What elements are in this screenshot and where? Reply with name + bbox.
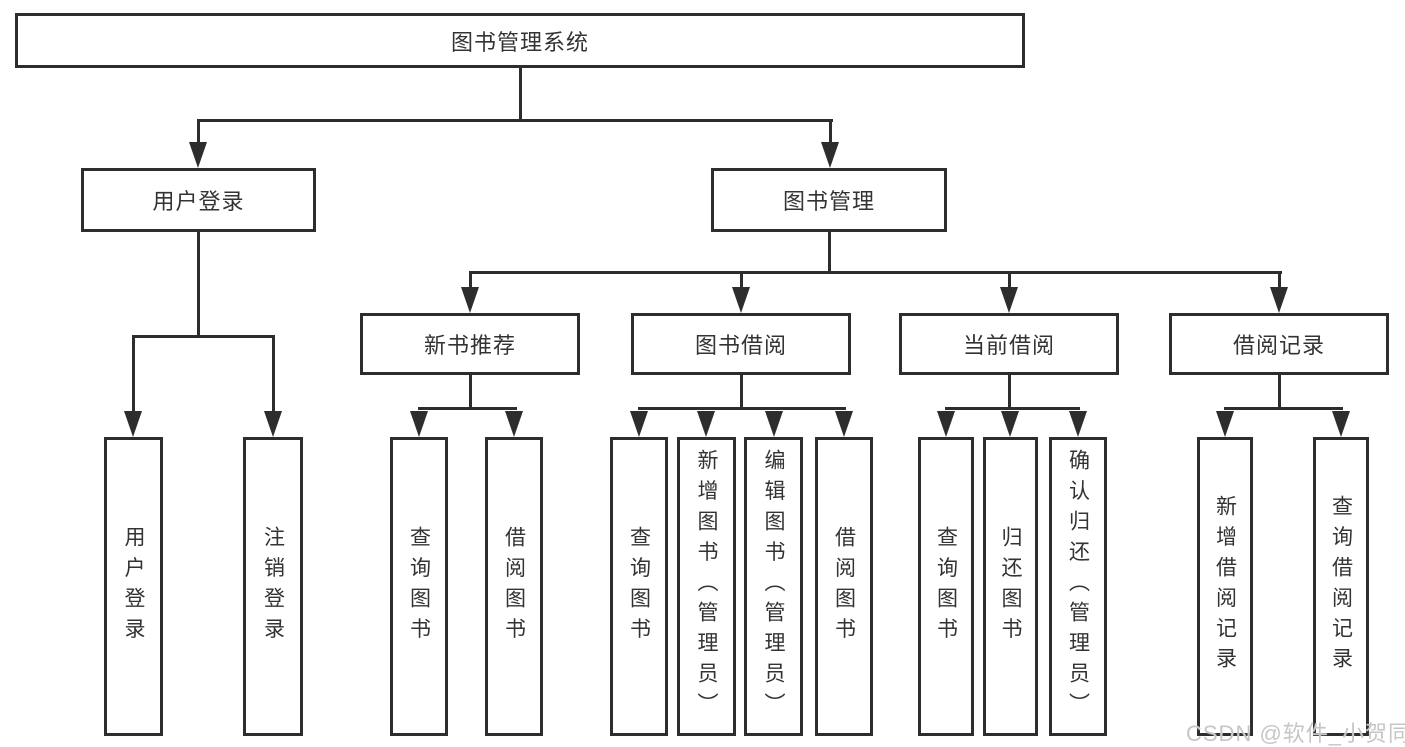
leaf-bb-add: 新增图书（管理员） xyxy=(677,437,736,736)
node-book-borrow: 图书借阅 xyxy=(631,313,851,375)
connector-book-mgmt-stem xyxy=(828,232,831,274)
connector-root-stem xyxy=(519,68,522,121)
leaf-br-query: 查询借阅记录 xyxy=(1313,437,1369,736)
leaf-logout: 注销登录 xyxy=(243,437,303,736)
arrowhead-leaf-br-add xyxy=(1216,411,1234,437)
leaf-cb-query: 查询图书 xyxy=(918,437,974,736)
connector-user-login-stem xyxy=(197,232,200,338)
connector-borrow-records-stem xyxy=(1278,375,1281,410)
leaf-bb-add-label: 新增图书（管理员） xyxy=(695,449,718,724)
connector-to-new-book-rec xyxy=(469,271,472,293)
leaf-bb-edit-label: 编辑图书（管理员） xyxy=(762,449,785,724)
leaf-br-add-label: 新增借阅记录 xyxy=(1213,495,1237,678)
node-root: 图书管理系统 xyxy=(15,13,1025,68)
connector-to-book-borrow xyxy=(740,271,743,293)
node-book-mgmt: 图书管理 xyxy=(711,168,947,232)
connector-to-current-borrow xyxy=(1008,271,1011,293)
leaf-logout-label: 注销登录 xyxy=(261,525,285,648)
node-current-borrow-label: 当前借阅 xyxy=(962,333,1055,358)
connector-new-book-rec-horizontal xyxy=(418,407,517,410)
leaf-nb-borrow: 借阅图书 xyxy=(485,437,543,736)
connector-root-to-user-login xyxy=(197,119,200,147)
arrowhead-new-book-rec xyxy=(461,287,479,313)
arrowhead-book-mgmt xyxy=(821,142,839,168)
arrowhead-current-borrow xyxy=(1000,287,1018,313)
connector-user-login-horizontal xyxy=(132,335,275,338)
arrowhead-user-login xyxy=(189,142,207,168)
node-root-label: 图书管理系统 xyxy=(450,29,589,55)
leaf-bb-edit: 编辑图书（管理员） xyxy=(744,437,803,736)
connector-to-leaf-user-login xyxy=(132,335,135,417)
leaf-nb-query-label: 查询图书 xyxy=(407,525,431,648)
leaf-bb-query-label: 查询图书 xyxy=(627,525,651,648)
node-book-mgmt-label: 图书管理 xyxy=(782,189,875,214)
connector-borrow-records-horizontal xyxy=(1224,407,1343,410)
arrowhead-leaf-nb-query xyxy=(410,411,428,437)
leaf-bb-borrow: 借阅图书 xyxy=(815,437,873,736)
leaf-nb-query: 查询图书 xyxy=(390,437,448,736)
arrowhead-leaf-cb-confirm xyxy=(1069,411,1087,437)
connector-book-borrow-stem xyxy=(740,375,743,410)
arrowhead-leaf-nb-borrow xyxy=(505,411,523,437)
leaf-br-add: 新增借阅记录 xyxy=(1197,437,1253,736)
connector-root-to-book-mgmt xyxy=(829,119,832,147)
arrowhead-leaf-br-query xyxy=(1332,411,1350,437)
arrowhead-leaf-bb-query xyxy=(630,411,648,437)
leaf-cb-confirm: 确认归还（管理员） xyxy=(1049,437,1107,736)
arrowhead-borrow-records xyxy=(1270,287,1288,313)
node-current-borrow: 当前借阅 xyxy=(899,313,1119,375)
arrowhead-leaf-user-login xyxy=(124,411,142,437)
arrowhead-leaf-bb-edit xyxy=(765,411,783,437)
arrowhead-leaf-cb-query xyxy=(937,411,955,437)
leaf-user-login-label: 用户登录 xyxy=(122,525,145,648)
node-user-login-label: 用户登录 xyxy=(152,189,245,214)
connector-book-borrow-horizontal xyxy=(638,407,846,410)
connector-book-mgmt-horizontal xyxy=(469,271,1282,274)
leaf-bb-query: 查询图书 xyxy=(610,437,668,736)
connector-new-book-rec-stem xyxy=(469,375,472,410)
leaf-bb-borrow-label: 借阅图书 xyxy=(832,525,856,648)
connector-to-borrow-records xyxy=(1278,271,1281,293)
connector-current-borrow-horizontal xyxy=(945,407,1080,410)
leaf-cb-return-label: 归还图书 xyxy=(999,525,1022,648)
leaf-cb-confirm-label: 确认归还（管理员） xyxy=(1066,449,1090,724)
leaf-cb-query-label: 查询图书 xyxy=(934,525,958,648)
node-borrow-records-label: 借阅记录 xyxy=(1232,333,1325,358)
arrowhead-leaf-logout xyxy=(264,411,282,437)
leaf-cb-return: 归还图书 xyxy=(983,437,1038,736)
leaf-br-query-label: 查询借阅记录 xyxy=(1329,495,1353,678)
csdn-watermark: CSDN @软件_小贺同学 xyxy=(1186,721,1405,746)
node-borrow-records: 借阅记录 xyxy=(1169,313,1389,375)
node-new-book-rec-label: 新书推荐 xyxy=(423,333,516,358)
node-user-login: 用户登录 xyxy=(81,168,316,232)
arrowhead-leaf-bb-borrow xyxy=(835,411,853,437)
arrowhead-leaf-bb-add xyxy=(697,411,715,437)
leaf-nb-borrow-label: 借阅图书 xyxy=(502,525,526,648)
node-new-book-rec: 新书推荐 xyxy=(360,313,580,375)
connector-to-leaf-logout xyxy=(272,335,275,417)
leaf-user-login: 用户登录 xyxy=(104,437,163,736)
arrowhead-leaf-cb-return xyxy=(1001,411,1019,437)
connector-current-borrow-stem xyxy=(1008,375,1011,410)
arrowhead-book-borrow xyxy=(732,287,750,313)
node-book-borrow-label: 图书借阅 xyxy=(694,333,787,358)
connector-root-horizontal xyxy=(197,119,833,122)
